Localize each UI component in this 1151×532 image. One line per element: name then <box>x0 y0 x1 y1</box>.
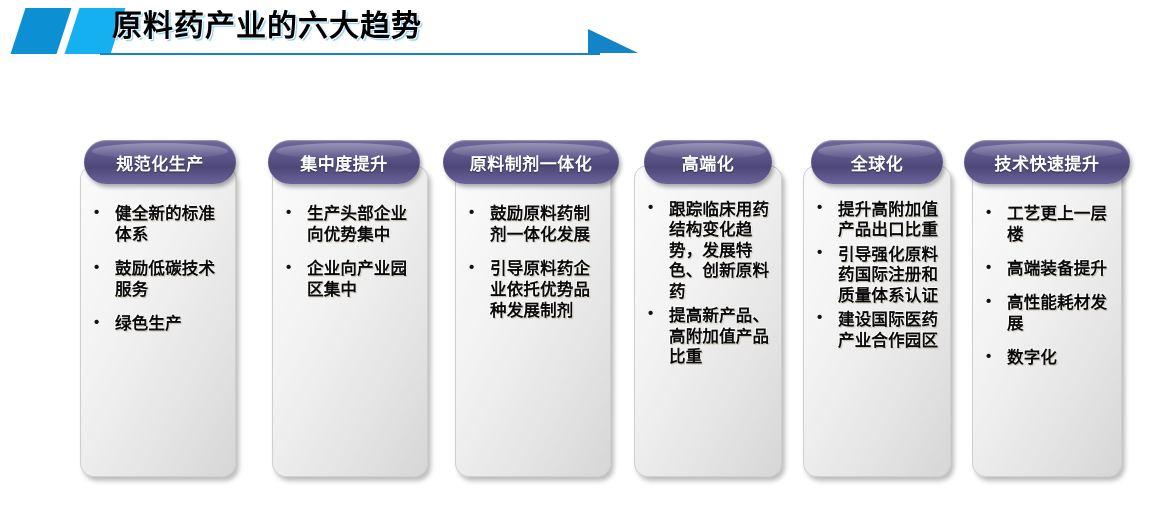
trend-card-6-title: 技术快速提升 <box>994 154 1100 174</box>
list-item: 企业向产业园区集中 <box>279 258 423 301</box>
list-item: 健全新的标准体系 <box>87 204 231 246</box>
trend-card-2[interactable]: 生产头部企业向优势集中 企业向产业园区集中 <box>272 165 428 477</box>
list-item: 建设国际医药产业合作园区 <box>810 309 946 351</box>
trend-card-4[interactable]: 跟踪临床用药结构变化趋势，发展特色、创新原料药 提高新产品、高附加值产品比重 <box>634 165 782 477</box>
trend-card-5-title: 全球化 <box>850 154 904 174</box>
trend-card-1-body: 健全新的标准体系 鼓励低碳技术服务 绿色生产 <box>87 204 231 470</box>
trend-card-4-title: 高端化 <box>681 154 735 174</box>
trend-card-2-body: 生产头部企业向优势集中 企业向产业园区集中 <box>279 204 423 470</box>
list-item: 鼓励低碳技术服务 <box>87 258 231 301</box>
trend-card-6[interactable]: 工艺更上一层楼 高端装备提升 高性能耗材发展 数字化 <box>972 165 1122 477</box>
trend-card-2-title: 集中度提升 <box>300 154 388 174</box>
trend-card-1[interactable]: 健全新的标准体系 鼓励低碳技术服务 绿色生产 <box>80 165 236 477</box>
page-title: 原料药产业的六大趋势 <box>112 10 422 43</box>
trend-card-6-badge[interactable]: 技术快速提升 <box>964 140 1130 184</box>
trend-card-5-badge[interactable]: 全球化 <box>811 140 943 184</box>
list-item: 生产头部企业向优势集中 <box>279 204 423 246</box>
trend-cards-row: 健全新的标准体系 鼓励低碳技术服务 绿色生产 规范化生产 生产头部企业向优势集中… <box>0 140 1151 515</box>
trend-card-1-title: 规范化生产 <box>116 154 204 174</box>
trend-card-2-bullet-list: 生产头部企业向优势集中 企业向产业园区集中 <box>279 204 423 301</box>
list-item: 高性能耗材发展 <box>979 292 1117 335</box>
trend-card-3-bullet-list: 鼓励原料药制剂一体化发展 引导原料药企业依托优势品种发展制剂 <box>462 204 606 322</box>
trend-card-3[interactable]: 鼓励原料药制剂一体化发展 引导原料药企业依托优势品种发展制剂 <box>455 165 611 477</box>
trend-card-4-bullet-list: 跟踪临床用药结构变化趋势，发展特色、创新原料药 提高新产品、高附加值产品比重 <box>641 200 777 368</box>
trend-card-3-badge[interactable]: 原料制剂一体化 <box>443 140 619 184</box>
header-divider-line <box>100 53 600 55</box>
trend-card-4-body: 跟踪临床用药结构变化趋势，发展特色、创新原料药 提高新产品、高附加值产品比重 <box>641 200 777 470</box>
trend-card-6-body: 工艺更上一层楼 高端装备提升 高性能耗材发展 数字化 <box>979 204 1117 470</box>
list-item: 提高新产品、高附加值产品比重 <box>641 305 777 367</box>
trend-card-4-badge[interactable]: 高端化 <box>644 140 772 184</box>
list-item: 提升高附加值产品出口比重 <box>810 200 946 241</box>
trend-card-6-bullet-list: 工艺更上一层楼 高端装备提升 高性能耗材发展 数字化 <box>979 204 1117 369</box>
list-item: 跟踪临床用药结构变化趋势，发展特色、创新原料药 <box>641 200 777 302</box>
list-item: 数字化 <box>979 347 1117 369</box>
trend-card-3-body: 鼓励原料药制剂一体化发展 引导原料药企业依托优势品种发展制剂 <box>462 204 606 470</box>
list-item: 引导强化原料药国际注册和质量体系认证 <box>810 244 946 306</box>
trend-card-2-badge[interactable]: 集中度提升 <box>268 140 420 184</box>
list-item: 绿色生产 <box>87 313 231 335</box>
list-item: 引导原料药企业依托优势品种发展制剂 <box>462 258 606 322</box>
trend-card-1-bullet-list: 健全新的标准体系 鼓励低碳技术服务 绿色生产 <box>87 204 231 335</box>
list-item: 鼓励原料药制剂一体化发展 <box>462 204 606 246</box>
page-header: 原料药产业的六大趋势 <box>0 0 1151 72</box>
list-item: 工艺更上一层楼 <box>979 204 1117 246</box>
trend-card-5[interactable]: 提升高附加值产品出口比重 引导强化原料药国际注册和质量体系认证 建设国际医药产业… <box>803 165 951 477</box>
trend-card-5-bullet-list: 提升高附加值产品出口比重 引导强化原料药国际注册和质量体系认证 建设国际医药产业… <box>810 200 946 351</box>
list-item: 高端装备提升 <box>979 258 1117 280</box>
header-parallelogram-dark-icon <box>10 8 72 54</box>
trend-card-1-badge[interactable]: 规范化生产 <box>84 140 236 184</box>
trend-card-3-title: 原料制剂一体化 <box>469 154 593 174</box>
trend-card-5-body: 提升高附加值产品出口比重 引导强化原料药国际注册和质量体系认证 建设国际医药产业… <box>810 200 946 470</box>
